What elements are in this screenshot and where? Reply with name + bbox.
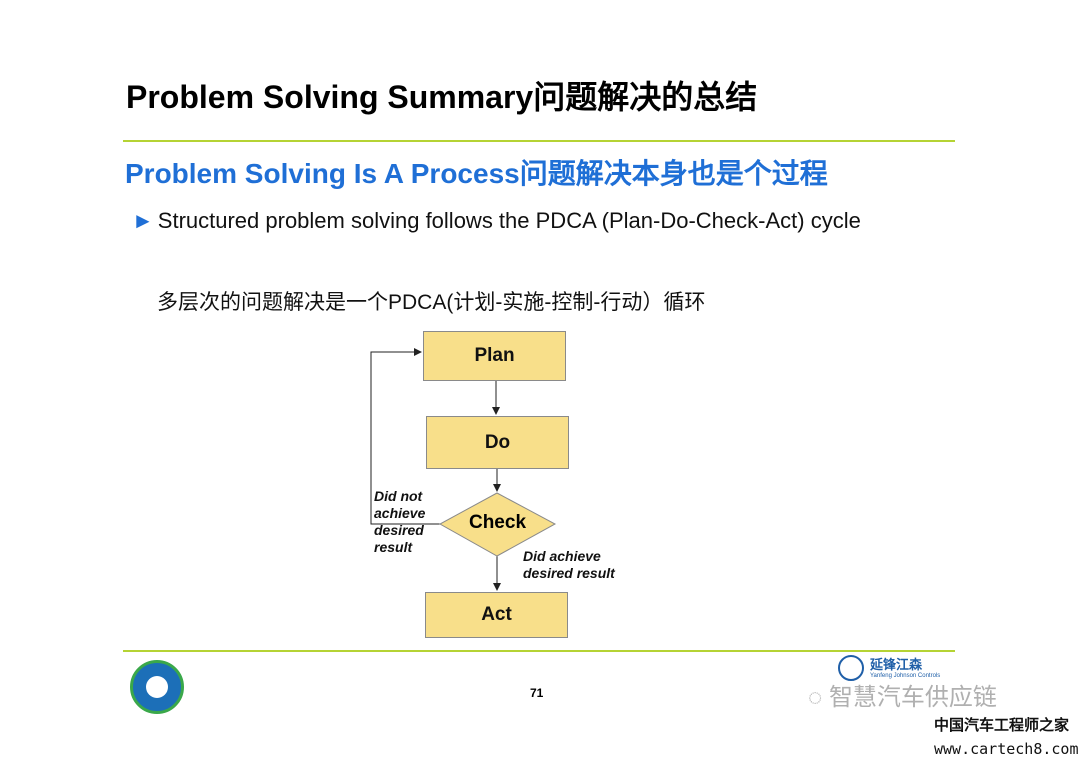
- not-achieved-label: Did not achieve desired result: [374, 488, 426, 555]
- college-logo: [130, 660, 184, 714]
- bullet-text: Structured problem solving follows the P…: [157, 208, 861, 233]
- college-logo-emblem: [146, 676, 168, 698]
- check-diamond: [438, 492, 557, 557]
- top-divider: [123, 140, 955, 142]
- act-box: Act: [425, 592, 568, 638]
- company-logo-cn: 延锋江森: [870, 656, 923, 672]
- arrow-feedback-loop: [370, 348, 440, 525]
- check-label: Check: [468, 512, 527, 533]
- achieved-label: Did achieve desired result: [523, 548, 615, 581]
- page-number: 71: [530, 686, 544, 700]
- bottom-divider: [123, 650, 955, 652]
- bullet-chinese: 多层次的问题解决是一个PDCA(计划-实施-控制-行动）循环: [157, 291, 706, 314]
- watermark-wechat-text: 智慧汽车供应链: [828, 684, 997, 711]
- section-heading: Problem Solving Is A Process问题解决本身也是个过程: [125, 158, 828, 189]
- bullet-triangle-icon: ►: [132, 208, 154, 233]
- watermark-url: www.cartech8.com: [934, 740, 1079, 758]
- company-logo-icon: [838, 655, 864, 681]
- watermark-site-cn: 中国汽车工程师之家: [934, 716, 1070, 734]
- company-logo: 延锋江森 Yanfeng Johnson Controls: [838, 655, 940, 681]
- slide-title: Problem Solving Summary问题解决的总结: [126, 79, 758, 115]
- do-box: Do: [426, 416, 569, 469]
- plan-box: Plan: [423, 331, 566, 381]
- company-logo-en: Yanfeng Johnson Controls: [870, 672, 941, 679]
- watermark-wechat: ◌ 智慧汽车供应链: [808, 684, 997, 712]
- bullet-point: ►Structured problem solving follows the …: [132, 204, 892, 238]
- wechat-icon: ◌: [808, 684, 829, 711]
